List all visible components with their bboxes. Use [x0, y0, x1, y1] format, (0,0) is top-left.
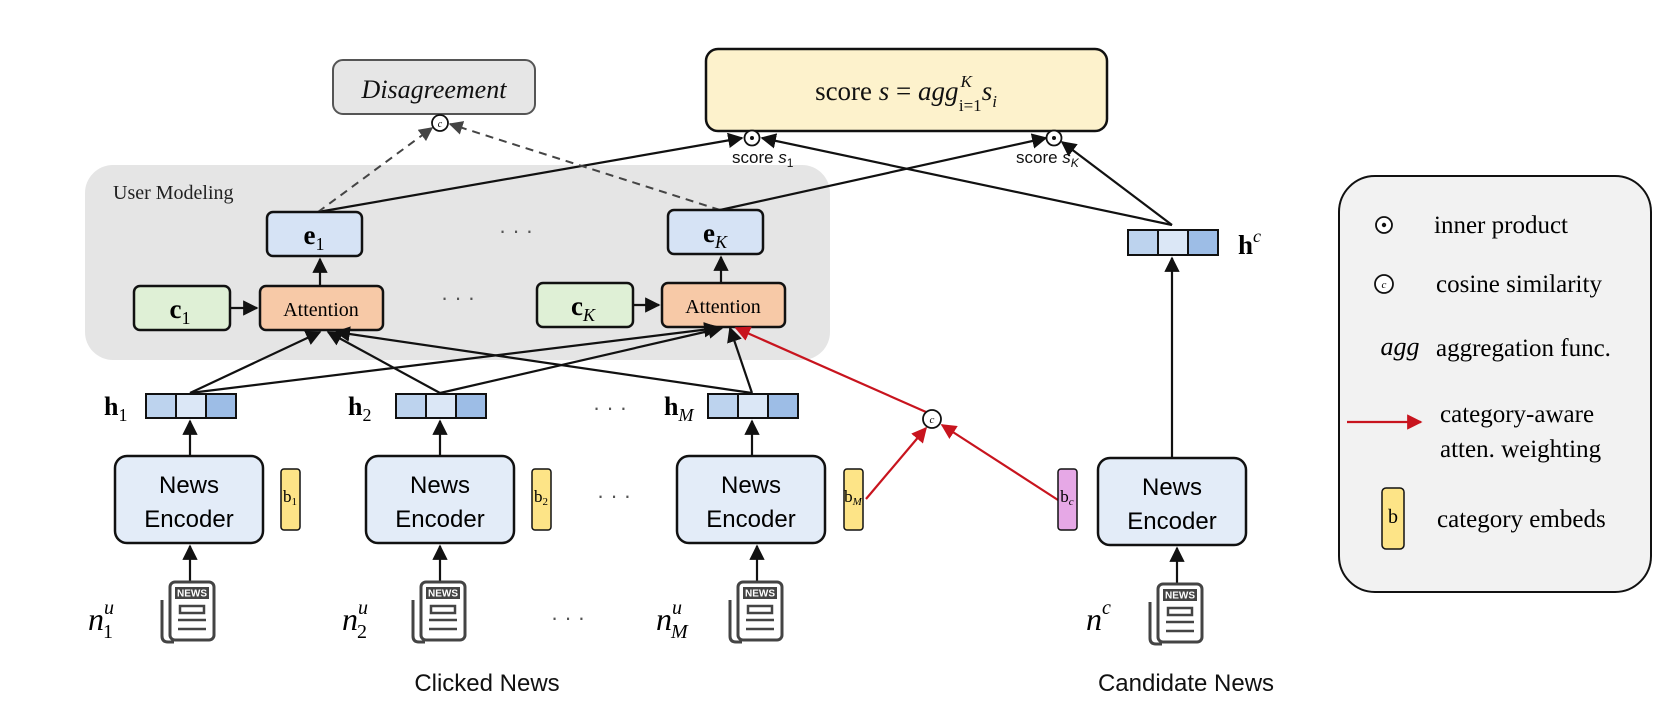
legend-agg-text: aggregation func. [1436, 335, 1611, 362]
b2-label: b2 [534, 487, 548, 508]
svg-text:c: c [930, 414, 935, 426]
news-encoder-M-line2: Encoder [706, 506, 795, 533]
e1-label: e1 [304, 220, 325, 254]
news-encoder-1-line2: Encoder [144, 506, 233, 533]
red-arrow-cos-attK [734, 326, 927, 414]
cK-label: cK [571, 291, 596, 325]
score-K-label: score sK [1016, 148, 1080, 170]
attention-1 [258, 284, 385, 332]
svg-text:c: c [1382, 279, 1387, 291]
legend-box [1338, 175, 1652, 593]
news-encoder-M-line1: News [721, 472, 781, 499]
ellipsis-attention: · · · [441, 285, 475, 310]
arrow-eK-scoreK [719, 133, 1048, 212]
candidate-news-label: Candidate News [1098, 670, 1274, 697]
score-box [704, 47, 1109, 133]
legend-inner-product-text: inner product [1434, 212, 1568, 239]
red-arrow-bc-cos [940, 424, 1059, 501]
inner-product-circle-K [1045, 129, 1063, 147]
dashed-arrow-e1-cos [317, 127, 434, 213]
disagreement-label: Disagreement [361, 75, 508, 104]
user-modeling-label: User Modeling [113, 182, 234, 204]
svg-text:c: c [438, 119, 443, 130]
h2-label: h2 [348, 392, 371, 425]
arrow-hc-score1 [760, 133, 1173, 227]
news-encoder-candidate-line1: News [1142, 474, 1202, 501]
clicked-news-label: Clicked News [414, 670, 559, 697]
cosine-circle-disagreement: c [431, 114, 449, 132]
legend-cosine-icon: c [1374, 274, 1394, 294]
disagreement-box [332, 59, 536, 115]
h2-vector [395, 393, 487, 419]
hc-label: hc [1238, 226, 1261, 260]
newspaper-icon-M: NEWS [728, 580, 784, 644]
legend-cosine-text: cosine similarity [1436, 271, 1602, 298]
legend-arrow-text-2: atten. weighting [1440, 436, 1602, 463]
hM-vector [707, 393, 799, 419]
svg-text:NEWS: NEWS [428, 589, 458, 600]
arrow-hc-scoreK [1060, 141, 1173, 226]
newspaper-icon-1: NEWS [160, 580, 216, 644]
news-encoder-1-line1: News [159, 472, 219, 499]
category-embed-b1 [280, 468, 301, 531]
c1-label: c1 [170, 294, 191, 328]
ellipsis-news: · · · [551, 605, 585, 630]
legend-agg-symbol: agg [1381, 332, 1420, 361]
legend-category-symbol: b [1388, 506, 1398, 528]
news-encoder-2-line1: News [410, 472, 470, 499]
news-encoder-2-line2: Encoder [395, 506, 484, 533]
newspaper-icon-2: NEWS [411, 580, 467, 644]
svg-text:NEWS: NEWS [745, 589, 775, 600]
h-to-attention-arrows [189, 322, 754, 395]
hc-vector [1127, 229, 1219, 256]
ellipsis-e: · · · [499, 218, 533, 243]
category-embed-bc [1057, 468, 1078, 531]
attention-1-label: Attention [283, 299, 359, 321]
news-encoder-M [675, 454, 827, 545]
bc-label: bc [1060, 487, 1074, 508]
news-encoder-candidate [1096, 456, 1248, 547]
category-embed-b2 [531, 468, 552, 531]
legend-arrow-text-1: category-aware [1440, 401, 1594, 428]
news-encoder-1 [113, 454, 265, 545]
hM-label: hM [664, 392, 694, 425]
svg-text:NEWS: NEWS [177, 589, 207, 600]
cosine-circle-category: c [922, 409, 942, 429]
legend-category-text: category embeds [1437, 506, 1606, 533]
b1-label: b1 [283, 487, 297, 508]
svg-text:NEWS: NEWS [1165, 591, 1195, 602]
news-encoder-2 [364, 454, 516, 545]
inner-product-circle-1 [743, 129, 761, 147]
dashed-arrow-eK-cos [448, 121, 721, 211]
encoder-to-h-arrows [182, 256, 1180, 458]
e1-node [265, 210, 364, 258]
newspaper-icon-candidate: NEWS [1148, 582, 1204, 646]
news-to-encoder-arrows [182, 544, 1185, 583]
legend-inner-product-icon [1375, 216, 1393, 234]
legend-category-icon [1381, 487, 1405, 550]
attention-K-label: Attention [685, 296, 761, 318]
red-arrow-bM-cos [865, 426, 927, 500]
arrow-e1-score1 [317, 132, 744, 214]
eK-node [666, 208, 765, 256]
score-1-label: score s1 [732, 148, 794, 170]
ellipsis-encoder: · · · [597, 483, 631, 508]
news-encoder-candidate-line2: Encoder [1127, 508, 1216, 535]
h1-label: h1 [104, 392, 127, 425]
bM-label: bM [844, 487, 863, 508]
nc-label: nc [1086, 597, 1111, 637]
eK-label: eK [703, 218, 728, 252]
ellipsis-h: · · · [593, 395, 627, 420]
h1-vector [145, 393, 237, 419]
category-embed-bM [843, 468, 864, 531]
